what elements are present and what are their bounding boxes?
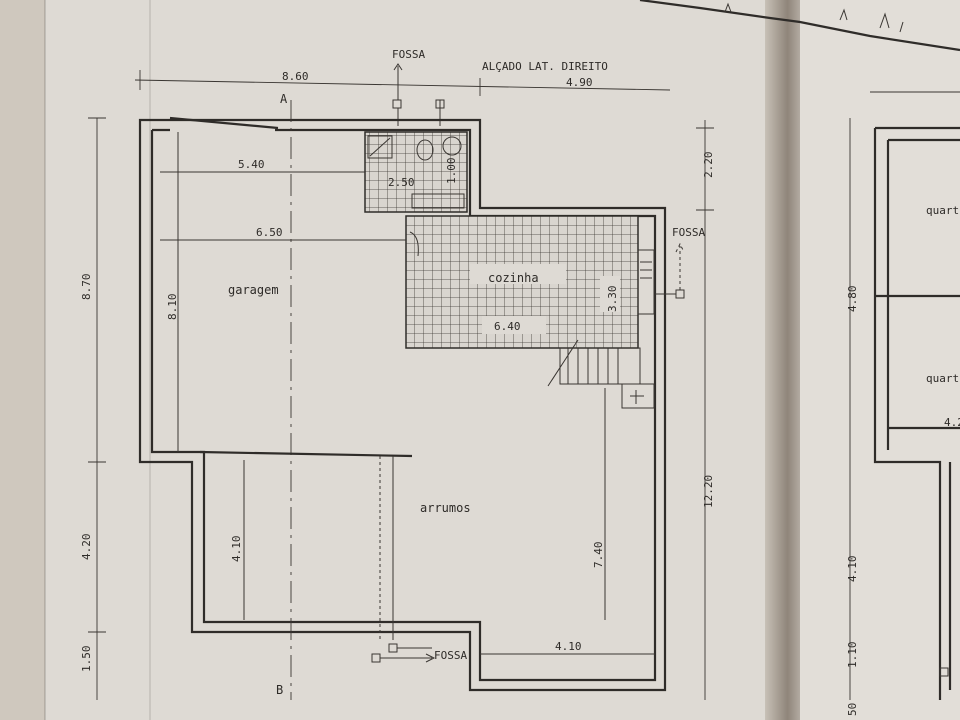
grass-marks: [724, 2, 904, 33]
room-garage: garagem: [228, 283, 279, 297]
dim-garage-mid: 6.50: [256, 226, 283, 239]
dim-wc-a: 2.50: [388, 176, 415, 189]
adjacent-dim-b: 4.10: [846, 556, 859, 583]
right-paper-sheet: [800, 0, 960, 720]
dim-garage-depth: 8.10: [166, 294, 179, 321]
dim-left-lower: 4.20: [80, 534, 93, 561]
adjacent-room-2: quart: [926, 372, 959, 385]
dim-kitchen-w: 6.40: [494, 320, 521, 333]
inner-wall-line: [150, 128, 657, 682]
adjacent-dim-d: 50: [846, 703, 859, 716]
dim-right-top: 2.20: [702, 152, 715, 179]
adjacent-plan-walls: [873, 126, 960, 700]
adjacent-dim-e: 4.2: [944, 416, 960, 429]
fossa-bottom-label: FOSSA: [434, 649, 467, 662]
section-a-label: A: [280, 92, 288, 106]
elevation-label: ALÇADO LAT. DIREITO: [482, 60, 608, 73]
adjacent-room-1: quart: [926, 204, 959, 217]
dim-wc-b: 1.00: [445, 158, 458, 185]
dim-storage-left: 4.10: [230, 536, 243, 563]
fossa-top-arrow: [393, 63, 403, 100]
dim-left-bottom: 1.50: [80, 646, 93, 673]
dim-garage-upper: 5.40: [238, 158, 265, 171]
dim-top-right: 4.90: [566, 76, 593, 89]
adjacent-dim-a: 4.80: [846, 286, 859, 313]
main-paper-sheet: [45, 0, 780, 720]
outer-wall: [138, 118, 667, 692]
room-kitchen: cozinha: [488, 271, 539, 285]
dim-kitchen-h: 3.30: [606, 286, 619, 313]
adjacent-dim-c: 1.10: [846, 642, 859, 669]
section-b-label: B: [276, 683, 283, 697]
fossa-top-label: FOSSA: [392, 48, 425, 61]
terrain-line: [639, 0, 960, 52]
stairs: [559, 347, 641, 385]
room-storage: arrumos: [420, 501, 471, 515]
dim-top-total: 8.60: [282, 70, 309, 83]
dim-storage-depth: 7.40: [592, 542, 605, 569]
dim-left-total: 8.70: [80, 274, 93, 301]
dim-bottom-width: 4.10: [555, 640, 582, 653]
dim-right-total: 12.20: [702, 475, 715, 508]
fossa-right-label: FOSSA: [672, 226, 705, 239]
